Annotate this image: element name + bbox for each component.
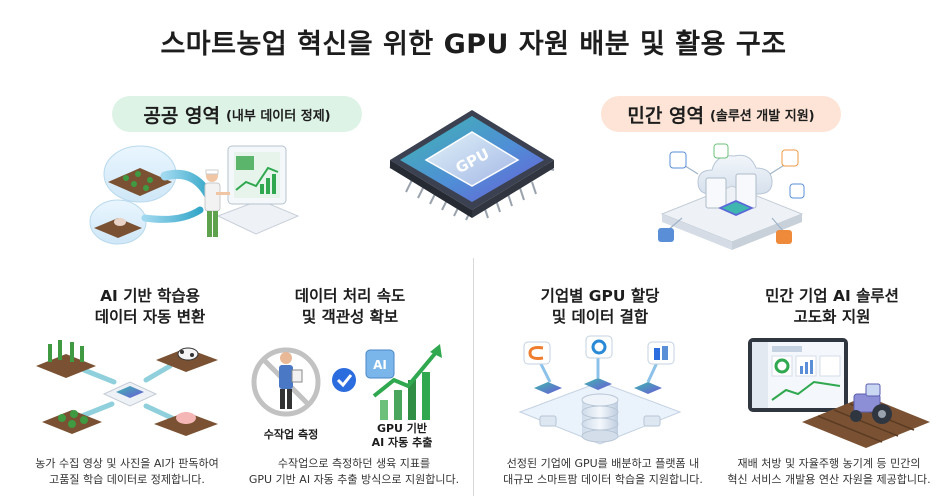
section1-desc-line2: 고품질 학습 데이터로 정제합니다. — [49, 473, 205, 486]
auto-extract-label-line2: AI 자동 추출 — [371, 436, 433, 449]
section3-description: 선정된 기업에 GPU를 배분하고 플랫폼 내 대규모 스마트팜 데이터 학습을… — [486, 456, 720, 488]
public-data-illustration — [89, 145, 300, 245]
section3-desc-line1: 선정된 기업에 GPU를 배분하고 플랫폼 내 — [506, 457, 700, 470]
section1-description: 농가 수집 영상 및 사진을 AI가 판독하여 고품질 학습 데이터로 정제합니… — [12, 456, 242, 488]
section4-desc-line2: 혁신 서비스 개발용 연산 자원을 제공합니다. — [727, 473, 931, 486]
section4-heading: 민간 기업 AI 솔루션 고도화 지원 — [722, 286, 942, 328]
section4-heading-line2: 고도화 지원 — [793, 308, 871, 326]
gpu-chip: GPU — [389, 110, 555, 221]
section4-heading-line1: 민간 기업 AI 솔루션 — [765, 287, 899, 305]
section2-desc-line2: GPU 기반 AI 자동 추출 방식으로 지원합니다. — [248, 473, 460, 486]
section2-heading-line1: 데이터 처리 속도 — [294, 287, 406, 305]
auto-extract-label: GPU 기반 AI 자동 추출 — [362, 422, 442, 450]
section3-heading: 기업별 GPU 할당 및 데이터 결합 — [490, 286, 710, 328]
section1-network-illustration — [36, 340, 218, 436]
page-title: 스마트농업 혁신을 위한 GPU 자원 배분 및 활용 구조 — [160, 29, 787, 60]
ai-badge-label: AI — [373, 358, 387, 372]
section2-description: 수작업으로 측정하던 생육 지표를 GPU 기반 AI 자동 추출 방식으로 지… — [238, 456, 470, 488]
public-area-subtitle: (내부 데이터 정제) — [225, 108, 331, 124]
section3-heading-line1: 기업별 GPU 할당 — [540, 287, 660, 305]
section4-description: 재배 처방 및 자율주행 농기계 등 민간의 혁신 서비스 개발용 연산 자원을… — [712, 456, 946, 488]
manual-measure-label: 수작업 측정 — [263, 428, 319, 441]
section4-desc-line1: 재배 처방 및 자율주행 농기계 등 민간의 — [737, 457, 921, 470]
section-divider — [473, 258, 474, 496]
private-cloud-illustration — [658, 143, 805, 250]
section4-solution-illustration — [748, 338, 930, 448]
section2-desc-line1: 수작업으로 측정하던 생육 지표를 — [277, 457, 431, 470]
public-area-pill: 공공 영역 (내부 데이터 정제) — [112, 96, 362, 132]
section1-heading-line2: 데이터 자동 변환 — [94, 308, 206, 326]
private-area-pill: 민간 영역 (솔루션 개발 지원) — [601, 96, 841, 132]
section3-allocation-illustration — [518, 335, 682, 445]
section2-comparison-illustration: AI — [251, 344, 442, 420]
section2-heading: 데이터 처리 속도 및 객관성 확보 — [240, 286, 460, 328]
section1-heading-line1: AI 기반 학습용 — [100, 287, 200, 305]
auto-extract-label-line1: GPU 기반 — [376, 422, 428, 435]
section2-heading-line2: 및 객관성 확보 — [301, 308, 399, 326]
section3-heading-line2: 및 데이터 결합 — [551, 308, 649, 326]
private-area-title: 민간 영역 — [627, 104, 704, 127]
section3-desc-line2: 대규모 스마트팜 데이터 학습을 지원합니다. — [503, 473, 703, 486]
section1-heading: AI 기반 학습용 데이터 자동 변환 — [40, 286, 260, 328]
private-area-subtitle: (솔루션 개발 지원) — [709, 108, 815, 124]
section1-desc-line1: 농가 수집 영상 및 사진을 AI가 판독하여 — [35, 457, 219, 470]
public-area-title: 공공 영역 — [143, 104, 220, 127]
